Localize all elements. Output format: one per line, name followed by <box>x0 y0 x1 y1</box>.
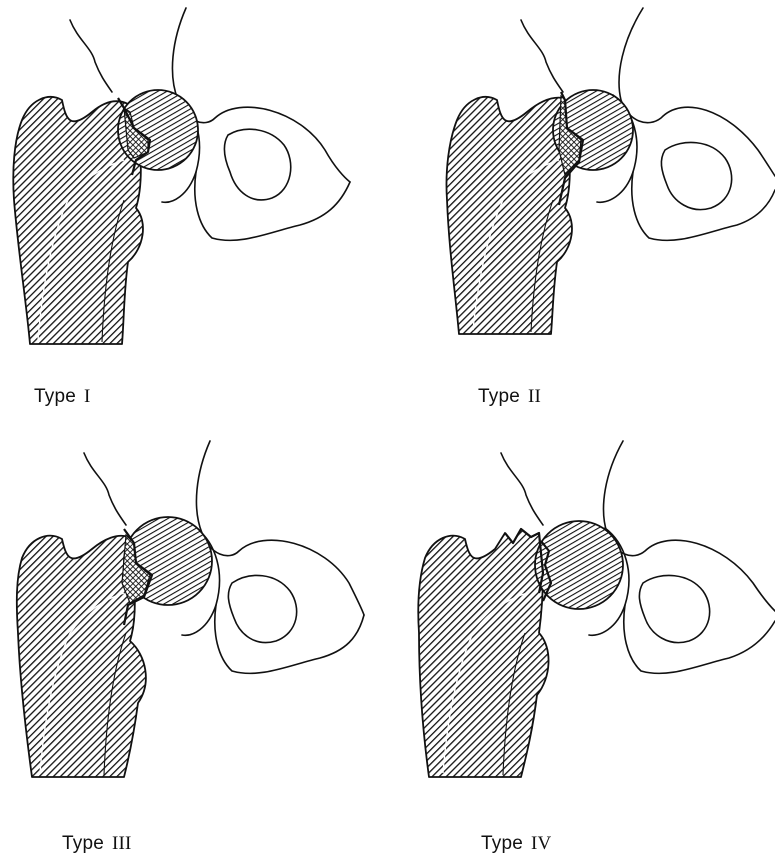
ischium-outline <box>624 605 775 673</box>
obturator-foramen <box>228 575 296 642</box>
ischium-outline <box>632 172 775 240</box>
pelvic-line <box>521 20 563 92</box>
hip-diagram-type-3 <box>0 433 387 866</box>
ischium-outline <box>215 605 364 673</box>
caption-numeral: III <box>112 833 132 854</box>
ilium-outline <box>619 8 775 176</box>
caption-word: Type <box>481 833 523 854</box>
hip-diagram-type-4 <box>393 433 775 866</box>
hip-diagram-type-2 <box>393 0 775 433</box>
obturator-foramen <box>639 575 709 642</box>
obturator-foramen <box>224 129 290 200</box>
panel-type-3: Type III <box>0 433 387 866</box>
ilium-outline <box>196 441 364 615</box>
caption-type-4: Type IV <box>481 833 551 855</box>
caption-word: Type <box>478 386 520 407</box>
caption-type-2: Type II <box>478 386 541 408</box>
caption-numeral: II <box>528 386 541 407</box>
panel-type-4: Type IV <box>393 433 775 866</box>
hip-diagram-type-1 <box>0 0 387 433</box>
caption-word: Type <box>62 833 104 854</box>
pelvic-line <box>84 453 126 525</box>
obturator-foramen <box>661 142 731 209</box>
caption-type-1: Type I <box>34 386 91 408</box>
caption-type-3: Type III <box>62 833 132 855</box>
caption-numeral: IV <box>531 833 551 854</box>
pelvic-line <box>70 20 112 92</box>
femur <box>418 529 548 777</box>
panel-type-2: Type II <box>393 0 775 433</box>
pelvic-line <box>501 453 543 525</box>
panel-type-1: Type I <box>0 0 387 433</box>
femoral-head <box>535 521 623 609</box>
ischium-outline <box>195 172 350 240</box>
caption-numeral: I <box>84 386 91 407</box>
caption-word: Type <box>34 386 76 407</box>
